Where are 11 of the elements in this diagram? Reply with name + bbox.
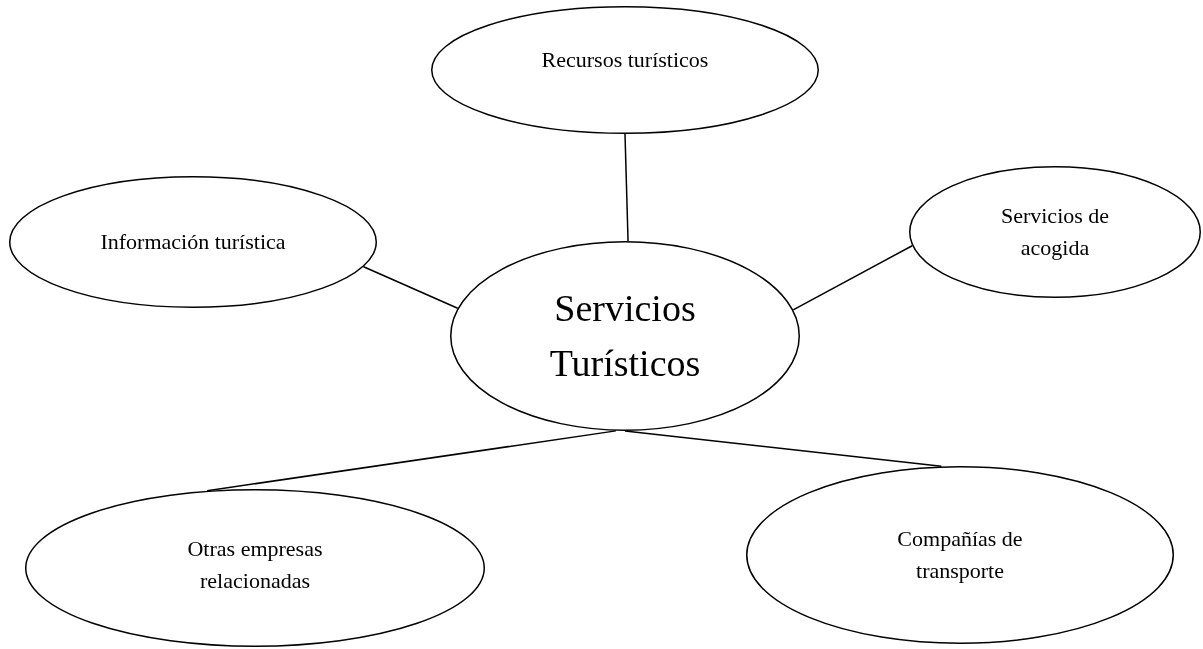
connector-line <box>624 430 943 468</box>
topic-label: Otras empresas relacionadas <box>186 535 324 595</box>
topic-label: Recursos turísticos <box>540 46 710 75</box>
connector-line <box>206 430 617 492</box>
topic-label: Información turística <box>99 228 287 257</box>
topic-label: Compañías de transporte <box>896 525 1024 585</box>
topic-label: Servicios de acogida <box>999 202 1111 262</box>
connector-line <box>624 133 629 242</box>
connector-line <box>792 244 913 311</box>
connector-line <box>362 265 459 309</box>
topic-label: Servicios Turísticos <box>548 285 702 386</box>
